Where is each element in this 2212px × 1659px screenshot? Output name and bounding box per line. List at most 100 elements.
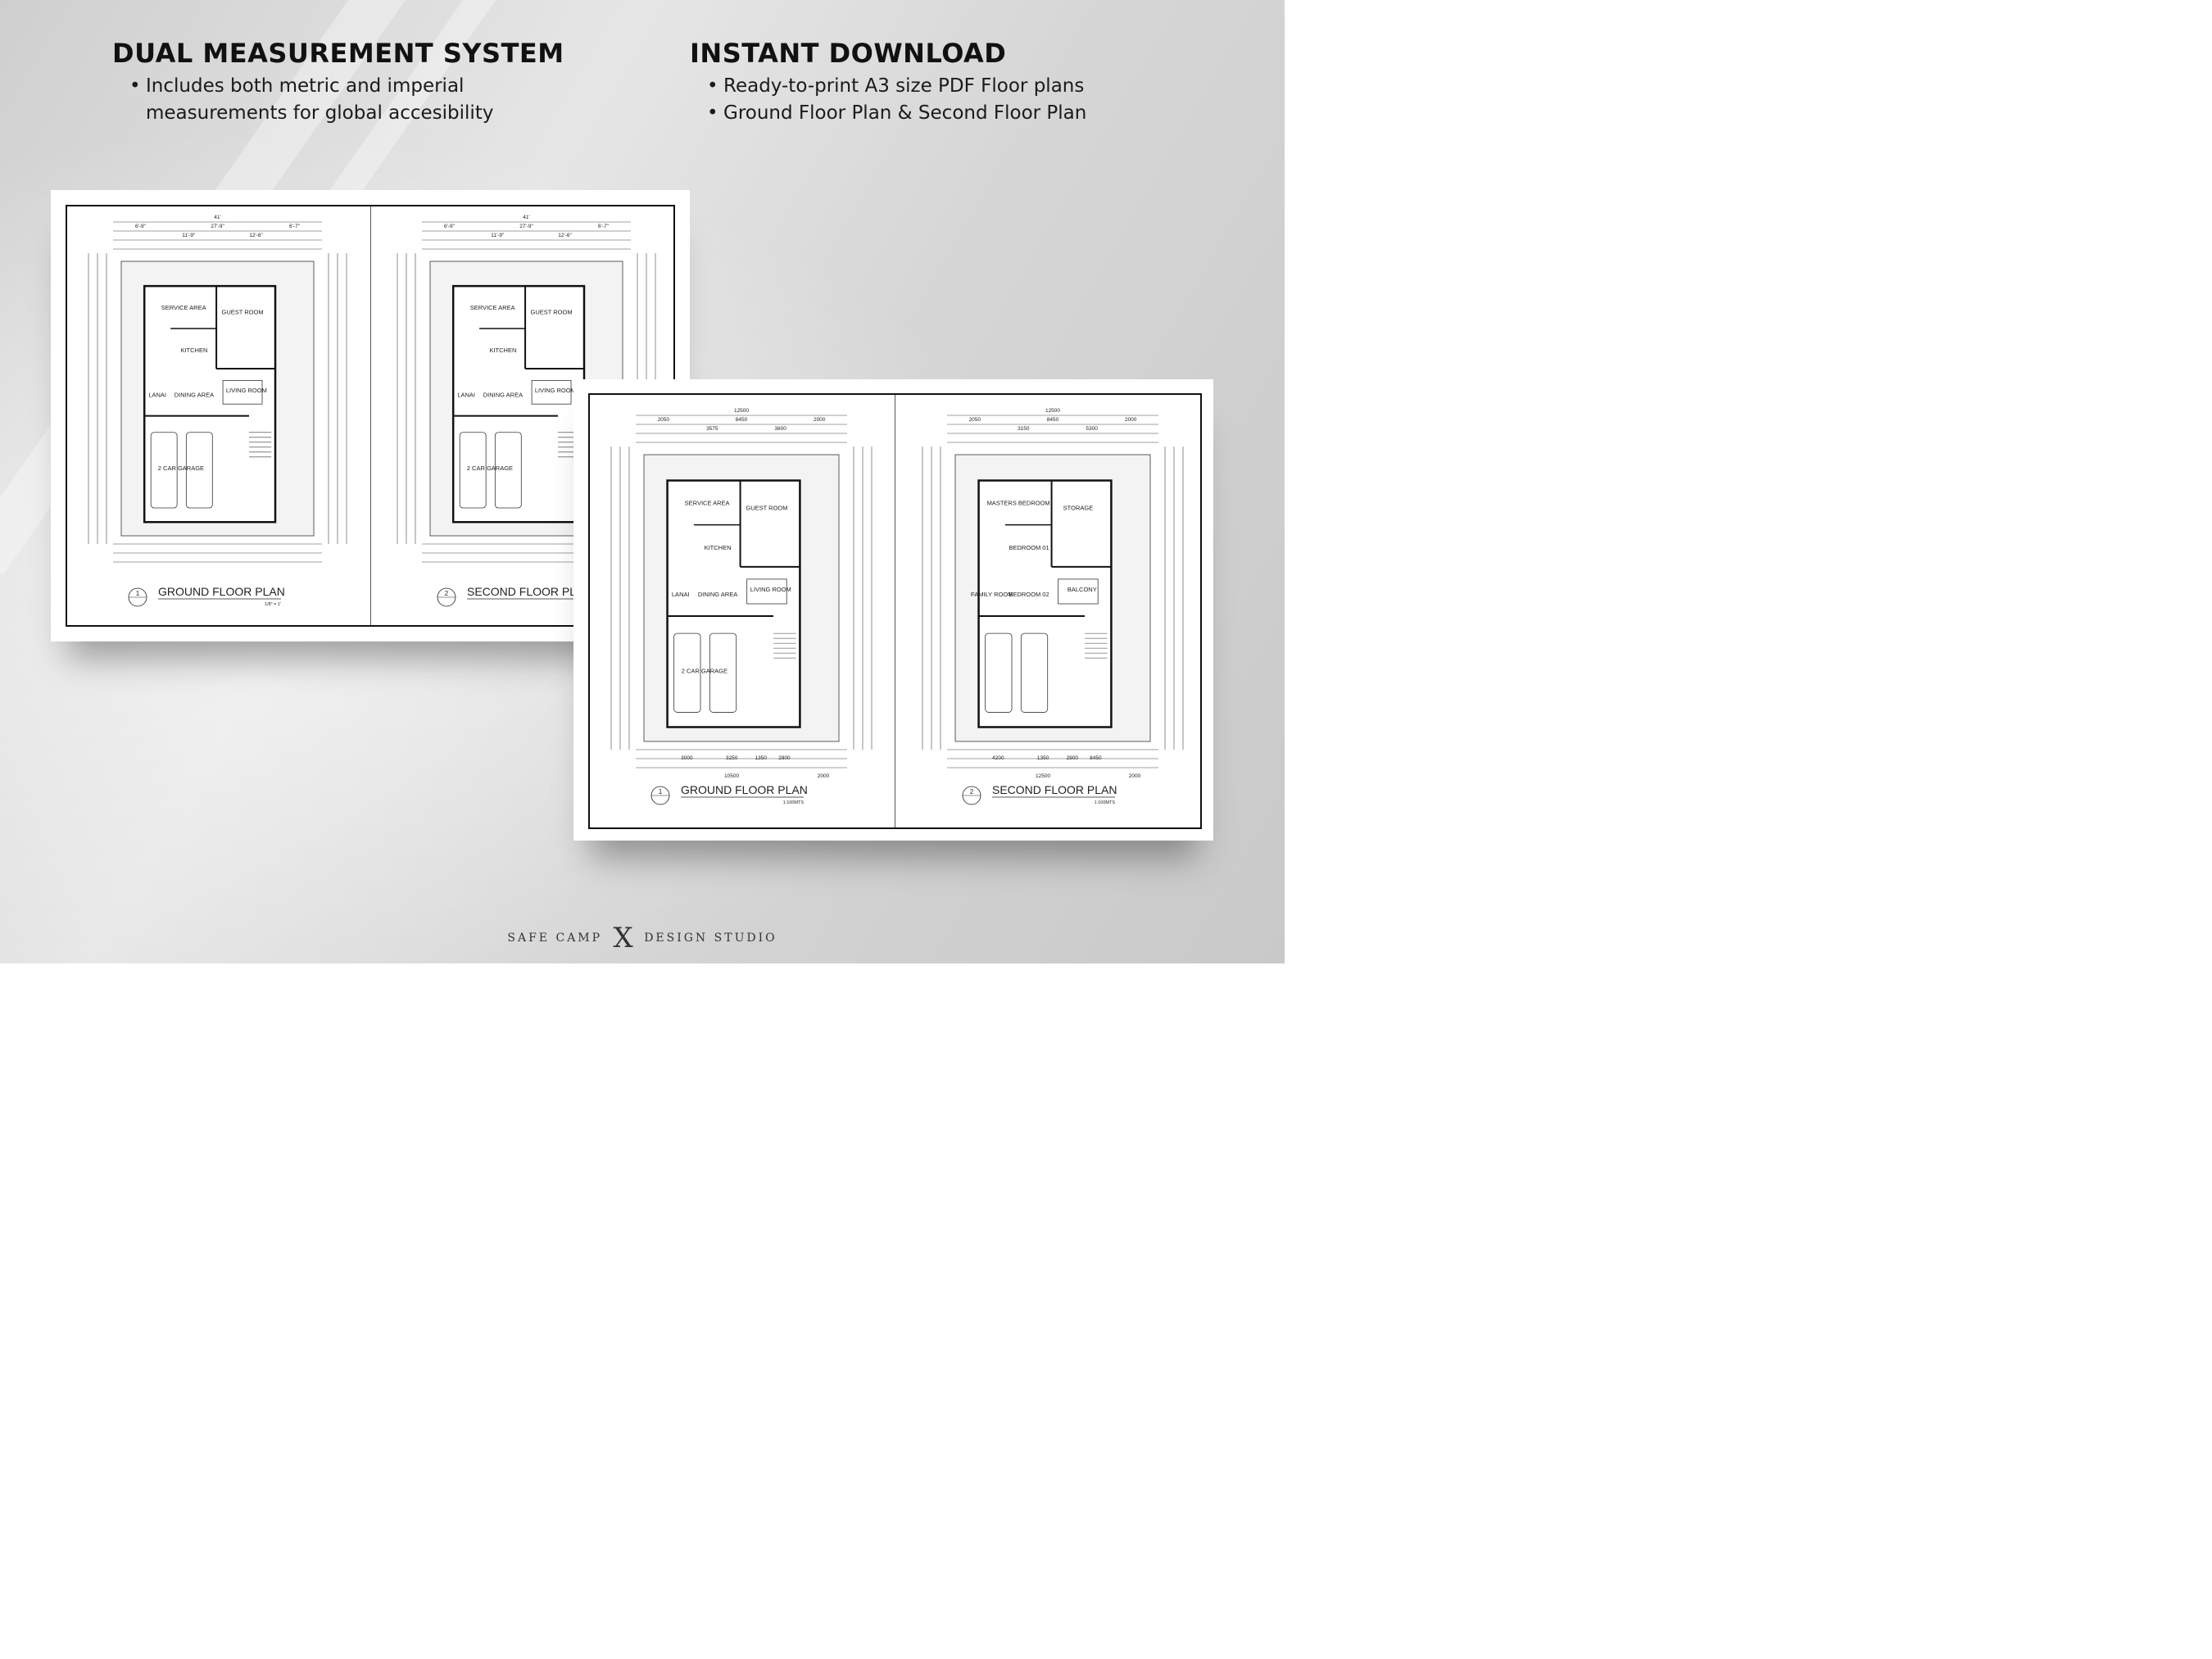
room-label: LANAI xyxy=(457,392,475,399)
dimension-label: 2000 xyxy=(814,417,826,423)
dimension-label: 8450 xyxy=(1090,755,1102,761)
plan-number: 1 xyxy=(136,590,140,597)
dimension-label: 1350 xyxy=(755,755,768,761)
bullet: Includes both metric and imperialmeasure… xyxy=(125,73,493,127)
room-label: KITCHEN xyxy=(489,347,516,354)
brand-right: DESIGN STUDIO xyxy=(644,931,777,945)
brand-signature: SAFE CAMP X DESIGN STUDIO xyxy=(0,922,1285,954)
room-label: BALCONY xyxy=(1067,586,1097,593)
plan-title: GROUND FLOOR PLAN xyxy=(681,783,808,796)
room-label: 2 CAR GARAGE xyxy=(682,667,728,674)
dimension-label: 4200 xyxy=(992,755,1004,761)
dimension-label: 12500 xyxy=(734,408,749,414)
sofa-icon xyxy=(746,578,787,605)
dimension-label: 5300 xyxy=(1086,426,1098,432)
plan-title: GROUND FLOOR PLAN xyxy=(158,585,285,598)
dimension-label: 6'-7" xyxy=(289,224,301,229)
room-label: LANAI xyxy=(148,392,166,399)
dimension-label: 27'-9" xyxy=(519,224,533,229)
car-icon xyxy=(494,432,522,509)
plan-scale: 1/8" = 1' xyxy=(265,602,281,607)
plan-title: SECOND FLOOR PLAN xyxy=(467,585,592,598)
dimension-label: 11'-9" xyxy=(491,233,505,238)
dimension-label: 2050 xyxy=(658,417,670,423)
dimension-label: 6'-9" xyxy=(135,224,147,229)
dimension-label: 2000 xyxy=(818,773,830,779)
car-icon xyxy=(673,632,701,713)
sofa-icon xyxy=(531,379,572,405)
dimension-label: 2050 xyxy=(969,417,981,423)
sheet-divider xyxy=(370,206,371,625)
dimension-label: 41' xyxy=(214,215,220,220)
dimension-label: 8450 xyxy=(736,417,748,423)
plan-number: 2 xyxy=(970,788,974,796)
left-feature-bullets: Includes both metric and imperialmeasure… xyxy=(125,73,493,127)
room-label: MASTERS BEDROOM xyxy=(987,500,1050,507)
room-label: LIVING ROOM xyxy=(750,586,791,593)
plan-number: 2 xyxy=(445,590,449,597)
bullet: Ready-to-print A3 size PDF Floor plans xyxy=(702,73,1086,100)
room-label: FAMILY ROOM xyxy=(971,591,1013,598)
room-label: SERVICE AREA xyxy=(685,500,730,507)
dimension-label: 3250 xyxy=(726,755,738,761)
left-feature-title: DUAL MEASUREMENT SYSTEM xyxy=(112,38,564,69)
room-label: GUEST ROOM xyxy=(221,309,263,316)
dimension-label: 12'-6" xyxy=(249,233,263,238)
right-feature-bullets: Ready-to-print A3 size PDF Floor plans G… xyxy=(702,73,1086,127)
room-label: STORAGE xyxy=(1063,505,1094,512)
plan-title: SECOND FLOOR PLAN xyxy=(992,783,1117,796)
dimension-label: 3000 xyxy=(681,755,693,761)
room-label: BEDROOM 01 xyxy=(1009,544,1049,551)
room-label: LIVING ROOM xyxy=(226,387,267,394)
dimension-label: 1350 xyxy=(1037,755,1049,761)
room-label: SERVICE AREA xyxy=(470,304,515,311)
sheet-frame xyxy=(588,393,1202,829)
room-label: KITCHEN xyxy=(705,544,732,551)
dimension-label: 2900 xyxy=(778,755,791,761)
imperial-plans-drawing: SERVICE AREA GUEST ROOM KITCHEN LANAI DINING… xyxy=(88,215,656,607)
dimension-label: 3150 xyxy=(1018,426,1030,432)
room-label: DINING AREA xyxy=(175,392,214,399)
sofa-icon xyxy=(1058,578,1099,605)
dimension-label: 12500 xyxy=(1045,408,1060,414)
dimension-label: 41' xyxy=(523,215,529,220)
car-icon xyxy=(185,432,213,509)
plan-scale: 1:100MTS xyxy=(783,800,805,805)
right-feature-title: INSTANT DOWNLOAD xyxy=(690,38,1007,69)
plan-number: 1 xyxy=(659,788,663,796)
room-label: BEDROOM 02 xyxy=(1009,591,1049,598)
car-icon xyxy=(1020,632,1049,713)
room-label: 2 CAR GARAGE xyxy=(158,465,204,472)
dimension-label: 3800 xyxy=(774,426,786,432)
room-label: LIVING ROOM xyxy=(535,387,576,394)
brand-logo-icon: X xyxy=(613,922,633,954)
car-icon xyxy=(150,432,178,509)
car-icon xyxy=(459,432,487,509)
dimension-label: 3575 xyxy=(706,426,718,432)
dimension-label: 12500 xyxy=(1036,773,1050,779)
car-icon xyxy=(709,632,737,713)
dimension-label: 27'-9" xyxy=(211,224,224,229)
room-label: DINING AREA xyxy=(483,392,523,399)
dimension-label: 2900 xyxy=(1067,755,1079,761)
room-label: GUEST ROOM xyxy=(530,309,572,316)
dimension-label: 6'-9" xyxy=(444,224,456,229)
floor-plan-drawing: SERVICE AREA GUEST ROOM KITCHEN LANAI DINING… xyxy=(88,215,347,607)
dimension-label: 2000 xyxy=(1129,773,1141,779)
room-label: LANAI xyxy=(672,591,690,598)
dimension-label: 12'-6" xyxy=(558,233,572,238)
floor-plan-drawing: MASTERS BEDROOM STORAGE BEDROOM 01 FAMILY R… xyxy=(922,408,1184,805)
sofa-icon xyxy=(222,379,263,405)
room-label: 2 CAR GARAGE xyxy=(467,465,513,472)
plan-scale: 1:100MTS xyxy=(1095,800,1116,805)
dimension-label: 11'-9" xyxy=(182,233,196,238)
room-label: KITCHEN xyxy=(180,347,207,354)
car-icon xyxy=(985,632,1013,713)
dimension-label: 6'-7" xyxy=(598,224,610,229)
dimension-label: 8450 xyxy=(1047,417,1059,423)
room-label: SERVICE AREA xyxy=(161,304,206,311)
room-label: DINING AREA xyxy=(698,591,737,598)
